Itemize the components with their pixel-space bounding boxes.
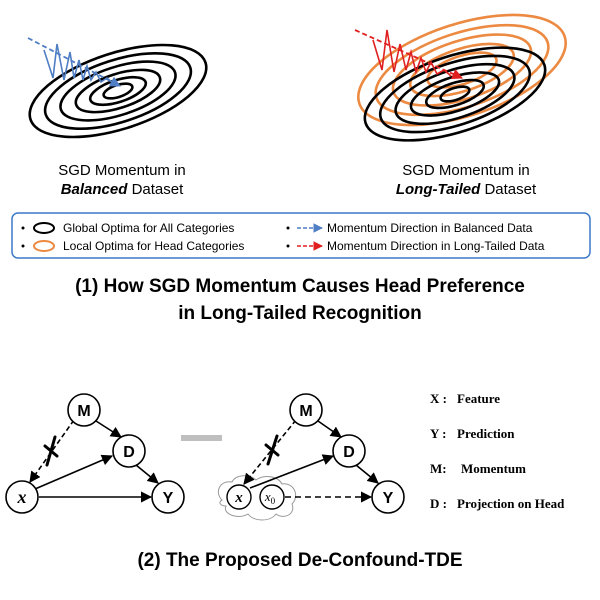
node-d-right-label: D	[343, 444, 355, 461]
legend-local-optima-swatch	[33, 240, 55, 252]
local-optima-contour	[357, 13, 567, 127]
local-optima-contour	[426, 51, 498, 89]
longtailed-rest: Dataset	[480, 181, 537, 198]
global-optima-contour	[43, 52, 193, 130]
legend-local-optima-label: Local Optima for Head Categories	[63, 239, 244, 253]
graph-legend-value-y: Prediction	[457, 426, 515, 441]
graph-legend: X : Feature Y : Prediction M: Momentum D…	[430, 391, 565, 511]
graph-legend-key-y: Y :	[430, 426, 447, 441]
node-x-right-label: x	[234, 490, 243, 506]
balanced-emph: Balanced	[61, 181, 129, 198]
graph-legend-value-x: Feature	[457, 391, 500, 406]
node-m-right-label: M	[299, 403, 312, 420]
node-y-right-label: Y	[383, 490, 394, 507]
node-d-left	[112, 434, 146, 468]
causal-graph-right: M D Y x x0	[217, 393, 405, 521]
node-x0-main: x	[264, 489, 271, 504]
balanced-rest: Dataset	[127, 181, 184, 198]
minus-sign	[181, 435, 222, 441]
legend-bullet	[286, 244, 290, 248]
global-optima-contour	[424, 78, 486, 110]
node-x-left	[5, 480, 39, 514]
longtailed-contour-plot	[363, 46, 547, 142]
legend-bullet	[286, 226, 290, 230]
legend-global-optima-swatch	[33, 222, 55, 234]
global-optima-contour	[59, 60, 177, 122]
balanced-contour-plot	[28, 43, 208, 139]
edge-x-d-right	[249, 454, 335, 489]
legend-global-optima-label: Global Optima for All Categories	[63, 221, 234, 235]
node-d-right	[332, 434, 366, 468]
node-m-left-label: M	[77, 403, 90, 420]
section2-title: (2) The Proposed De-Confound-TDE	[137, 550, 462, 571]
edge-d-y-right	[355, 464, 379, 484]
longtailed-emph: Long-Tailed	[396, 181, 481, 198]
contour-legend: Global Optima for All Categories Local O…	[11, 212, 591, 259]
node-x-right	[226, 484, 252, 510]
node-x0-sub: 0	[271, 496, 276, 506]
global-optima-contour	[439, 85, 471, 103]
node-x-left-label: x	[17, 487, 27, 507]
section1-title-line1: (1) How SGD Momentum Causes Head Prefere…	[75, 276, 525, 297]
edge-m-d	[95, 420, 122, 438]
balanced-caption-line2: Balanced Dataset	[61, 181, 184, 198]
global-optima-contour	[409, 71, 501, 117]
balanced-momentum-path	[43, 43, 115, 85]
global-optima-contour	[378, 54, 532, 134]
global-optima-contour	[28, 43, 208, 139]
longtailed-caption-line1: SGD Momentum in	[402, 162, 530, 179]
global-optima-contour	[363, 46, 547, 142]
graph-legend-key-m: M:	[430, 461, 447, 476]
global-optima-contour	[394, 62, 516, 126]
graph-legend-value-d: Projection on Head	[457, 496, 565, 511]
balanced-caption-line1: SGD Momentum in	[58, 162, 186, 179]
edge-d-y	[135, 464, 159, 484]
contour-legend-box	[11, 212, 591, 259]
edge-m-x-cut	[29, 419, 75, 483]
node-y-left	[151, 480, 185, 514]
legend-balanced-arrow-label: Momentum Direction in Balanced Data	[327, 221, 533, 235]
legend-longtailed-arrow-label: Momentum Direction in Long-Tailed Data	[327, 239, 545, 253]
edge-m-d-right	[317, 420, 342, 438]
cut-mark	[43, 435, 59, 467]
graph-legend-value-m: Momentum	[461, 461, 526, 476]
graph-legend-key-d: D :	[430, 496, 447, 511]
longtailed-caption-line2: Long-Tailed Dataset	[396, 181, 537, 198]
node-m-right	[289, 393, 323, 427]
global-optima-contour	[88, 75, 148, 107]
causal-graph-left: M D Y x	[5, 393, 185, 514]
node-x0	[259, 484, 285, 510]
legend-bullet	[21, 244, 25, 248]
node-m-left	[67, 393, 101, 427]
graph-legend-key-x: X :	[430, 391, 447, 406]
node-y-left-label: Y	[163, 490, 174, 507]
section1-title-line2: in Long-Tailed Recognition	[178, 303, 421, 324]
global-optima-contour	[74, 68, 162, 114]
longtailed-momentum-path	[372, 29, 452, 77]
local-optima-contour	[391, 33, 533, 107]
edge-m-x-cut-right	[243, 419, 297, 485]
cut-mark-right	[264, 434, 280, 466]
legend-bullet	[21, 226, 25, 230]
balanced-momentum-arrow	[27, 37, 121, 87]
longtailed-momentum-arrow	[354, 29, 463, 79]
node-d-left-label: D	[123, 444, 135, 461]
node-y-right	[371, 480, 405, 514]
edge-x-d	[34, 454, 114, 490]
node-x0-label: x0	[264, 489, 276, 506]
